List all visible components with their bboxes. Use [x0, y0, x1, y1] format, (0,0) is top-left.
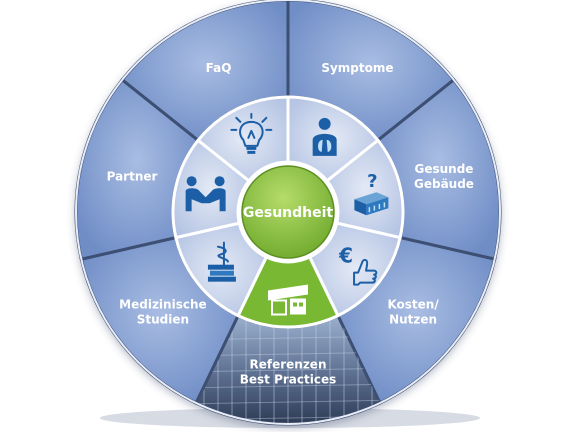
- segment-label-partner: Partner: [107, 169, 158, 183]
- segment-label-line: Symptome: [321, 61, 393, 75]
- segment-label-line: Studien: [137, 312, 189, 326]
- icon-layer: ?€: [185, 112, 389, 316]
- person-lungs-icon: [312, 117, 337, 156]
- lightbulb-icon: [230, 112, 273, 154]
- segment-label-line: Gesunde: [415, 162, 474, 176]
- segment-label-line: Medizinische: [119, 297, 206, 311]
- books-caduceus-icon: [207, 241, 236, 282]
- building-question-icon: ?: [354, 171, 389, 216]
- segment-label-line: FaQ: [206, 61, 232, 75]
- segment-label-line: Gebäude: [414, 177, 474, 191]
- svg-text:?: ?: [367, 171, 377, 192]
- segment-label-line: Partner: [107, 169, 158, 183]
- segment-label-symptome: Symptome: [321, 61, 393, 75]
- euro-thumbs-up-icon: €: [338, 244, 378, 286]
- wheel-rim: [75, 0, 501, 425]
- outer-ring: [74, 0, 502, 426]
- building-icon: [268, 284, 308, 316]
- segment-label-line: Referenzen: [249, 358, 326, 372]
- segment-label-kosten-nutzen: Kosten/Nutzen: [387, 297, 439, 326]
- handshake-icon: [185, 176, 226, 212]
- center-hub[interactable]: Gesundheit: [238, 162, 338, 262]
- segment-label-line: Nutzen: [389, 312, 437, 326]
- svg-text:€: €: [338, 244, 353, 268]
- segment-label-line: Kosten/: [387, 297, 439, 311]
- segment-label-faq: FaQ: [206, 61, 232, 75]
- segment-label-line: Best Practices: [240, 373, 337, 387]
- center-label: Gesundheit: [243, 205, 334, 221]
